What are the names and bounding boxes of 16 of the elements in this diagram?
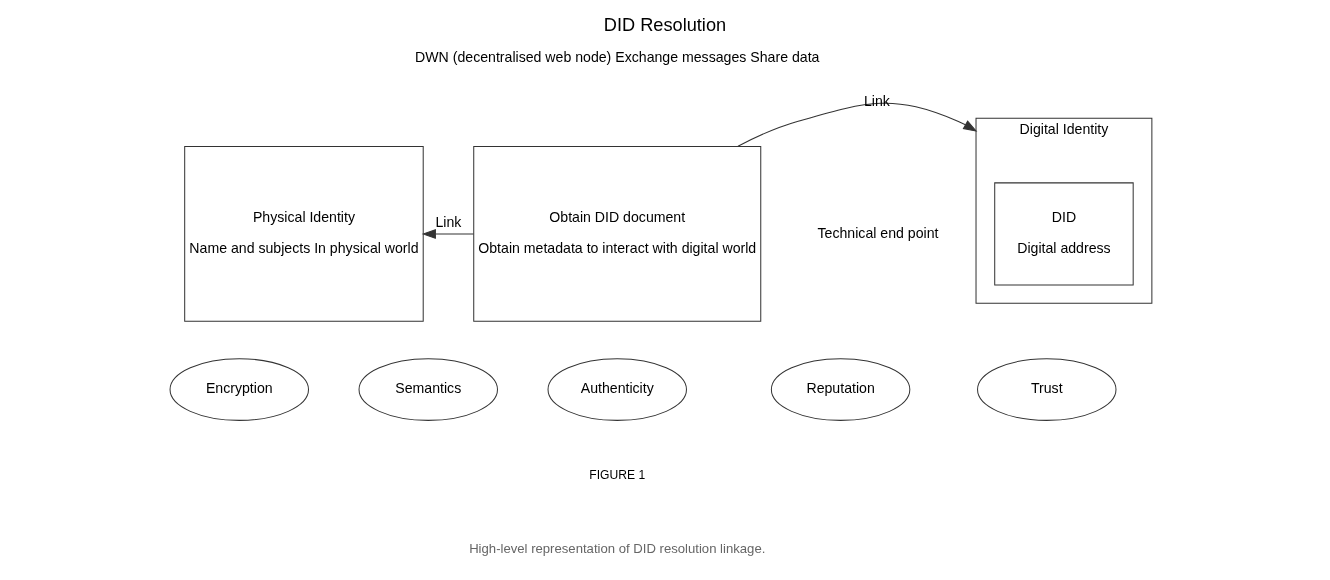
diagram-title: DID Resolution [603,14,727,35]
label: FIGURE 1 [589,468,646,483]
node-box: DID Digital address [994,182,1134,286]
arrow [737,102,978,147]
node-ellipse: Authenticity [547,358,687,421]
node-box: Obtain DID document Obtain metadata to interact with digital world [473,146,762,322]
caption: High-level representation of DID resolution linkage. [469,541,766,557]
node-ellipse: Trust [977,358,1117,421]
node-box: Physical Identity Name and subjects In physical world [184,146,424,322]
label: Technical end point [817,224,939,241]
arrow [421,228,475,239]
node-ellipse: Reputation [770,358,911,421]
label: DWN (decentralised web node) Exchange messages Share data [415,49,820,66]
node-ellipse: Encryption [169,358,309,421]
node-ellipse: Semantics [358,358,498,421]
edge-label: Link [435,214,462,231]
